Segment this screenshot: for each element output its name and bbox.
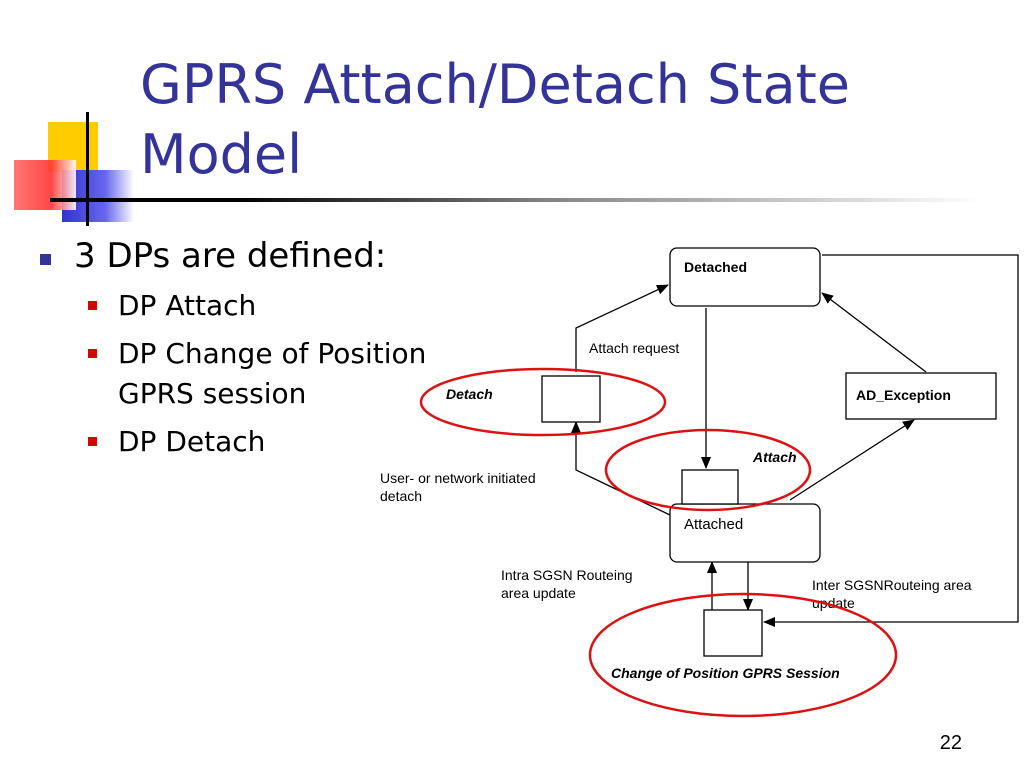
bullet-main-text: 3 DPs are defined: (74, 236, 387, 276)
page-title: GPRS Attach/Detach State Model (140, 50, 1000, 190)
line-exception-to-detached (821, 292, 927, 373)
label-inter-1: Inter SGSNRouteing area (812, 577, 972, 593)
bullet-sub-text: DP Detach (118, 425, 266, 458)
title-underline (50, 198, 980, 202)
dp-attach-box (681, 469, 739, 505)
dp-detach-label: Detach (446, 386, 493, 402)
label-intra-1: Intra SGSN Routeing (501, 567, 633, 583)
bullet-sub-text-cont: GPRS session (118, 377, 307, 410)
highlight-detach-ellipse (419, 367, 667, 437)
line-detach-to-detached (575, 284, 669, 372)
dp-detach-box (541, 375, 601, 423)
bullet-marker (40, 254, 51, 265)
bullet-sub-text: DP Change of Position (118, 337, 427, 370)
line-attached-to-exception (789, 419, 915, 501)
title-line-2: Model (140, 123, 303, 186)
attach-request-bg (585, 336, 705, 360)
dp-change-box (703, 609, 763, 657)
state-attached-box (669, 503, 821, 563)
decor-vertical-line (86, 112, 89, 226)
highlight-attach-ellipse (604, 428, 812, 512)
label-inter-2: update (812, 595, 855, 611)
line-outer-loop (763, 254, 1019, 627)
bullet-list: 3 DPs are defined: DP Attach DP Change o… (36, 236, 498, 470)
title-line-1: GPRS Attach/Detach State (140, 53, 850, 116)
bullet-main: 3 DPs are defined: (36, 236, 498, 276)
bullet-sub: DP Attach (36, 286, 498, 326)
bullet-marker (88, 301, 97, 310)
label-intra-2: area update (501, 585, 576, 601)
bullet-sub-text: DP Attach (118, 289, 257, 322)
state-attached-label: Attached (684, 516, 743, 533)
dp-change-label: Change of Position GPRS Session (611, 665, 840, 681)
bullet-marker (88, 349, 97, 358)
dp-attach-label: Attach (752, 449, 797, 465)
bullet-sub: DP Detach (36, 422, 498, 462)
label-user-detach-1: User- or network initiated (380, 470, 536, 486)
state-exception-box (845, 372, 997, 420)
state-detached-box (669, 247, 821, 307)
bullet-marker (88, 437, 97, 446)
page-number: 22 (939, 732, 962, 754)
label-attach-request: Attach request (589, 340, 679, 356)
label-user-detach-2: detach (380, 488, 422, 504)
highlight-change-ellipse (588, 592, 898, 718)
state-detached-label: Detached (684, 259, 747, 275)
state-exception-label: AD_Exception (856, 387, 951, 403)
